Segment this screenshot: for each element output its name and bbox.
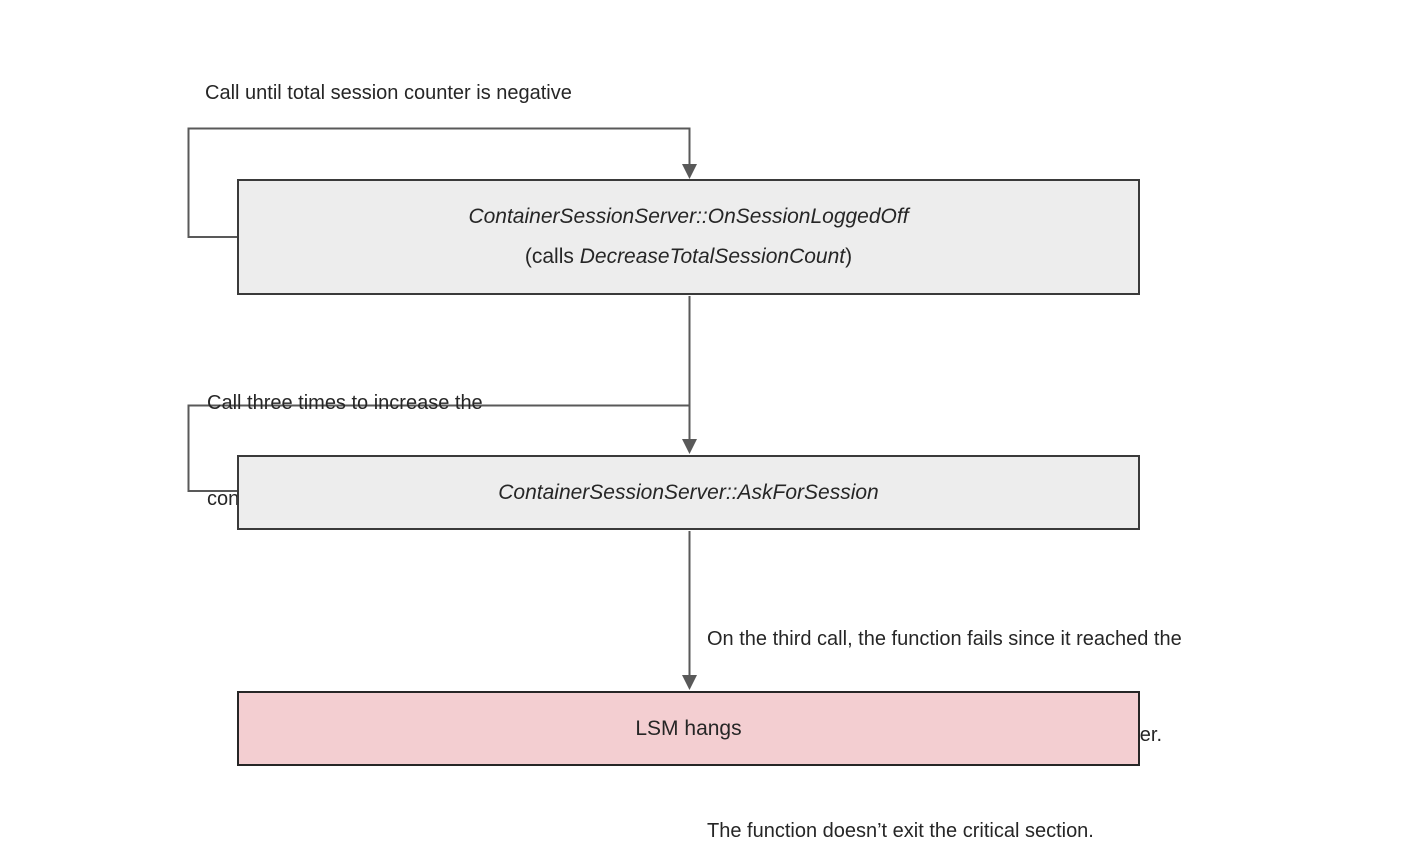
failure-note-line3: The function doesn’t exit the critical s… (707, 820, 1094, 842)
loop1-arrowhead-icon (682, 164, 697, 179)
subtitle-prefix: (calls (524, 245, 580, 268)
subtitle-function-name: DecreaseTotalSessionCount (579, 245, 846, 268)
loop2-label-line1: Call three times to increase the (207, 392, 483, 414)
node-on-session-logged-off-subtitle: (calls DecreaseTotalSessionCount) (525, 237, 852, 277)
loop1-line (187, 127, 691, 238)
node-on-session-logged-off: ContainerSessionServer::OnSessionLoggedO… (237, 179, 1140, 295)
failure-note-line1: On the third call, the function fails si… (707, 628, 1182, 650)
connector2-arrowhead-icon (682, 675, 697, 690)
node-ask-for-session: ContainerSessionServer::AskForSession (237, 455, 1140, 530)
connector1-arrowhead-icon (682, 439, 697, 454)
loop2-label: Call three times to increase the contain… (207, 323, 483, 579)
node-lsm-hangs-title: LSM hangs (635, 716, 742, 740)
node-on-session-logged-off-title: ContainerSessionServer::OnSessionLoggedO… (468, 205, 909, 228)
loop1-label: Call until total session counter is nega… (205, 82, 572, 104)
node-ask-for-session-title: ContainerSessionServer::AskForSession (498, 480, 879, 504)
subtitle-suffix: ) (845, 245, 853, 268)
loop2-line (187, 404, 690, 492)
node-lsm-hangs: LSM hangs (237, 691, 1140, 766)
